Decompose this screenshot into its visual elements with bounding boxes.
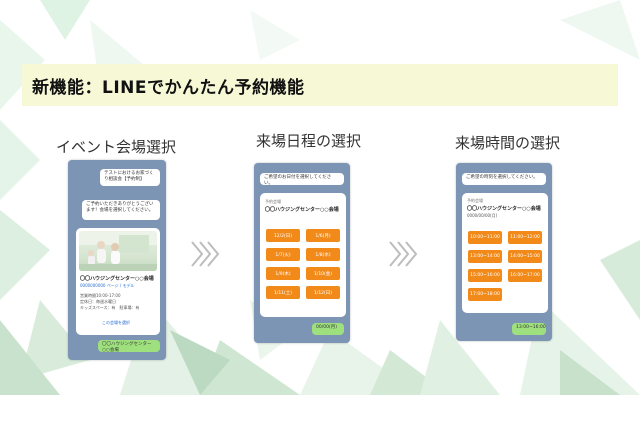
select-venue-link[interactable]: この会場を選択 [102,320,130,325]
venue-info-line: 定休日：毎週水曜日 [80,299,116,304]
step-label-venue: イベント会場選択 [56,138,177,156]
phone-date-select: ご希望のお日付を選択してください。 予約会場 〇〇ハウジングセンター○○会場 1… [254,163,350,343]
venue-name: 〇〇ハウジングセンター○○会場 [80,276,154,282]
time-option-button[interactable]: 13:00~14:00 [468,250,502,263]
venue-info-line: キッズスペース：有 駐車場：有 [80,305,140,310]
date-option-button[interactable]: 1/7(火) [266,248,300,261]
phone-time-select: ご希望の時刻を選択してください。 予約会場 〇〇ハウジングセンター○○会場 00… [456,163,552,341]
venue-photo [79,231,157,271]
date-option-button[interactable]: 1/9(木) [266,267,300,280]
chevron-right-icon [389,241,418,267]
time-option-button[interactable]: 11:00~12:00 [508,231,542,244]
time-card: 予約会場 〇〇ハウジングセンター○○会場 0000/00/00(月) 10:00… [462,193,548,313]
selected-date: 0000/00/00(月) [467,213,498,218]
venue-name: 〇〇ハウジングセンター○○会場 [265,207,339,213]
venue-info-line: 営業時間10:00-17:00 [80,293,121,298]
date-option-button[interactable]: 1/8(水) [306,248,340,261]
message-bubble: ご希望の時刻を選択してください。 [462,173,546,185]
phone-venue-select: テストにおけるお家づくり相談会【予約制】 ご予約いただきありがとうございます！会… [68,160,166,360]
reply-bubble: 〇〇ハウジングセンター○○会場 [98,340,160,352]
step-label-date: 来場日程の選択 [256,132,362,150]
venue-card[interactable]: 〇〇ハウジングセンター○○会場 0000000000 ページ / モデル 営業時… [76,228,160,335]
time-option-button[interactable]: 15:00~16:00 [468,269,502,282]
time-option-button[interactable]: 16:00~17:00 [508,269,542,282]
page-title: 新機能：LINEでかんたん予約機能 [32,77,305,98]
time-option-button[interactable]: 10:00~11:00 [468,231,502,244]
date-option-button[interactable]: 12/2(日) [266,229,300,242]
date-option-button[interactable]: 1/12(日) [306,286,340,299]
title-banner: 新機能：LINEでかんたん予約機能 [22,64,618,106]
message-bubble: ご希望のお日付を選択してください。 [260,173,344,185]
chevron-right-icon [191,241,220,267]
message-bubble: ご予約いただきありがとうございます！会場を選択してください。 [82,200,160,220]
card-caption: 予約会場 [467,198,483,203]
reply-bubble: 13:00~16:00 [512,323,546,335]
reply-bubble: 00/00(月) [312,323,344,335]
date-option-button[interactable]: 1/6(月) [306,229,340,242]
message-bubble: テストにおけるお家づくり相談会【予約制】 [100,169,160,186]
card-caption: 予約会場 [265,199,281,204]
step-label-time: 来場時間の選択 [455,134,561,152]
bottom-band [0,395,640,427]
venue-page-link[interactable]: 0000000000 ページ / モデル [80,283,135,288]
date-option-button[interactable]: 1/11(土) [266,286,300,299]
time-option-button[interactable]: 14:00~15:00 [508,250,542,263]
venue-name: 〇〇ハウジングセンター○○会場 [467,206,541,212]
time-option-button[interactable]: 17:00~18:00 [468,288,502,301]
date-option-button[interactable]: 1/10(金) [306,267,340,280]
date-card: 予約会場 〇〇ハウジングセンター○○会場 12/2(日) 1/6(月) 1/7(… [260,193,346,317]
